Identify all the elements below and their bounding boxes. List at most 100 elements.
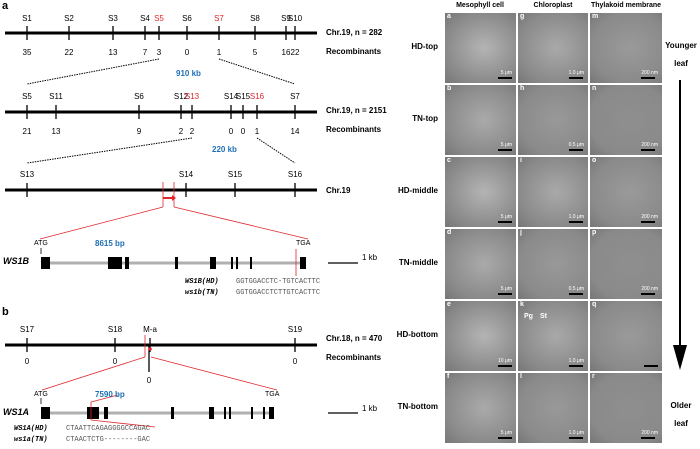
leaf-text-bottom: leaf [674,419,688,428]
ws1b-exon [125,257,129,269]
recombinant-count: 35 [23,48,32,57]
ws1b-hd-seq: GGTGGACCTC-TGTCACTTC [236,278,321,286]
ws1b-exon [250,257,252,269]
recombinant-count: 16 [282,48,291,57]
ws1a-hd-seq: CTAATTCAGAGGGGCCAGAC [66,425,151,433]
marker-label: S12 [174,92,189,101]
micrograph-panel-h: h 0.5 μm [517,84,589,156]
marker-label: S7 [214,14,224,23]
scale-bar: 10 μm [498,358,512,367]
ws1b-exon [236,257,238,269]
scale-bar-label: 1.0 μm [568,430,584,436]
scale-bar-label: 200 nm [641,70,658,76]
recombinants-label-b: Recombinants [326,353,382,362]
micrograph-panel-i: i 1.0 μm [517,156,589,228]
panel-letter: o [592,157,597,164]
scale-bar: 1.0 μm [568,214,584,223]
ws1b-exon [175,257,178,269]
panel-letter: m [592,13,599,20]
marker-label: S15 [236,92,251,101]
scale-bar: 1.0 μm [568,358,584,367]
row-label-tn-middle: TN-middle [398,258,438,267]
scale-bar: 200 nm [641,70,658,79]
ws1b-exon [210,257,216,269]
panel-letter: r [592,373,595,380]
panel-letter: d [447,229,452,236]
marker-label: S13 [20,170,35,179]
ws1b-tn-label: ws1b(TN) [185,289,219,297]
arrow-down-icon [673,80,687,370]
arrow-head-icon [172,195,176,201]
chr18-label: Chr.18, n = 470 [326,334,383,343]
scale-bar-line [644,365,658,367]
scale-bar-line [568,149,583,151]
scale-bar-line [641,293,656,295]
recombinant-count: 13 [109,48,118,57]
panel-label-a: a [2,0,9,12]
marker-label: S4 [140,14,150,23]
scale-bar-label: 5 μm [500,70,512,76]
scale-bar-label: 1.0 μm [568,70,584,76]
micrograph-panel-m: m 200 nm [589,12,663,84]
row-label-hd-bottom: HD-bottom [396,330,438,339]
column-title-chloroplast: Chloroplast [533,2,573,9]
scale-bar-label: 0.5 μm [568,142,584,148]
ws1a-scale-label: 1 kb [362,404,378,413]
recombinant-count: 2 [190,127,195,136]
marker-label: S11 [49,92,63,101]
scale-bar: 0.5 μm [568,286,584,295]
row-label-tn-bottom: TN-bottom [397,402,438,411]
zoom-red-line [39,206,164,240]
scale-bar-label: 1.0 μm [568,358,584,364]
ws1a-exon [263,407,265,419]
ws1a-exon [104,407,108,419]
marker-label: S15 [228,170,243,179]
scale-bar: 200 nm [641,430,658,439]
micrograph-panel-c: c 5 μm [444,156,517,228]
scale-bar: 1.0 μm [568,70,584,79]
scale-bar: 5 μm [498,214,512,223]
marker-label: S16 [250,92,265,101]
recombinant-count: 1 [217,48,222,57]
ws1b-gene-name: WS1B [3,256,30,266]
ws1a-exon [41,407,50,419]
panel-letter: c [447,157,451,164]
recombinant-count: 14 [291,127,300,136]
marker-label: S16 [288,170,303,179]
scale-bar-line [498,221,512,223]
row-label-tn-top: TN-top [412,114,438,123]
recombinant-count: 2 [179,127,184,136]
scale-bar-line [498,149,512,151]
ws1a-tn-label: ws1a(TN) [14,436,48,444]
panel-letter: e [447,301,451,308]
marker-label: S7 [290,92,300,101]
scale-bar: 0.5 μm [568,142,584,151]
leaf-text-top: leaf [674,59,688,68]
panel-letter: i [520,157,522,164]
ws1a-exon [251,407,253,419]
scale-bar: 1.0 μm [568,430,584,439]
marker-label: S3 [108,14,118,23]
marker-label: S9 [281,14,291,23]
zoom-red-line [173,206,309,240]
recombinant-count: 0 [185,48,190,57]
ws1b-hd-label: WS1B(HD) [185,278,219,286]
panel-letter: j [520,229,522,236]
marker-label: S6 [134,92,144,101]
ws1a-exon [171,407,174,419]
scale-bar-label: 1.0 μm [568,214,584,220]
younger-text: Younger [665,41,697,50]
micrograph-panel-o: o 200 nm [589,156,663,228]
older-text: Older [670,401,692,410]
scale-bar-line [568,77,583,79]
scale-bar-label: 200 nm [641,214,658,220]
chr19-map1-label: Chr.19, n = 282 [326,28,383,37]
recombinant-count: 13 [52,127,61,136]
recombinant-count: 0 [229,127,234,136]
chr19-map2-label: Chr.19, n = 2151 [326,106,387,115]
panel-letter: h [520,85,525,92]
